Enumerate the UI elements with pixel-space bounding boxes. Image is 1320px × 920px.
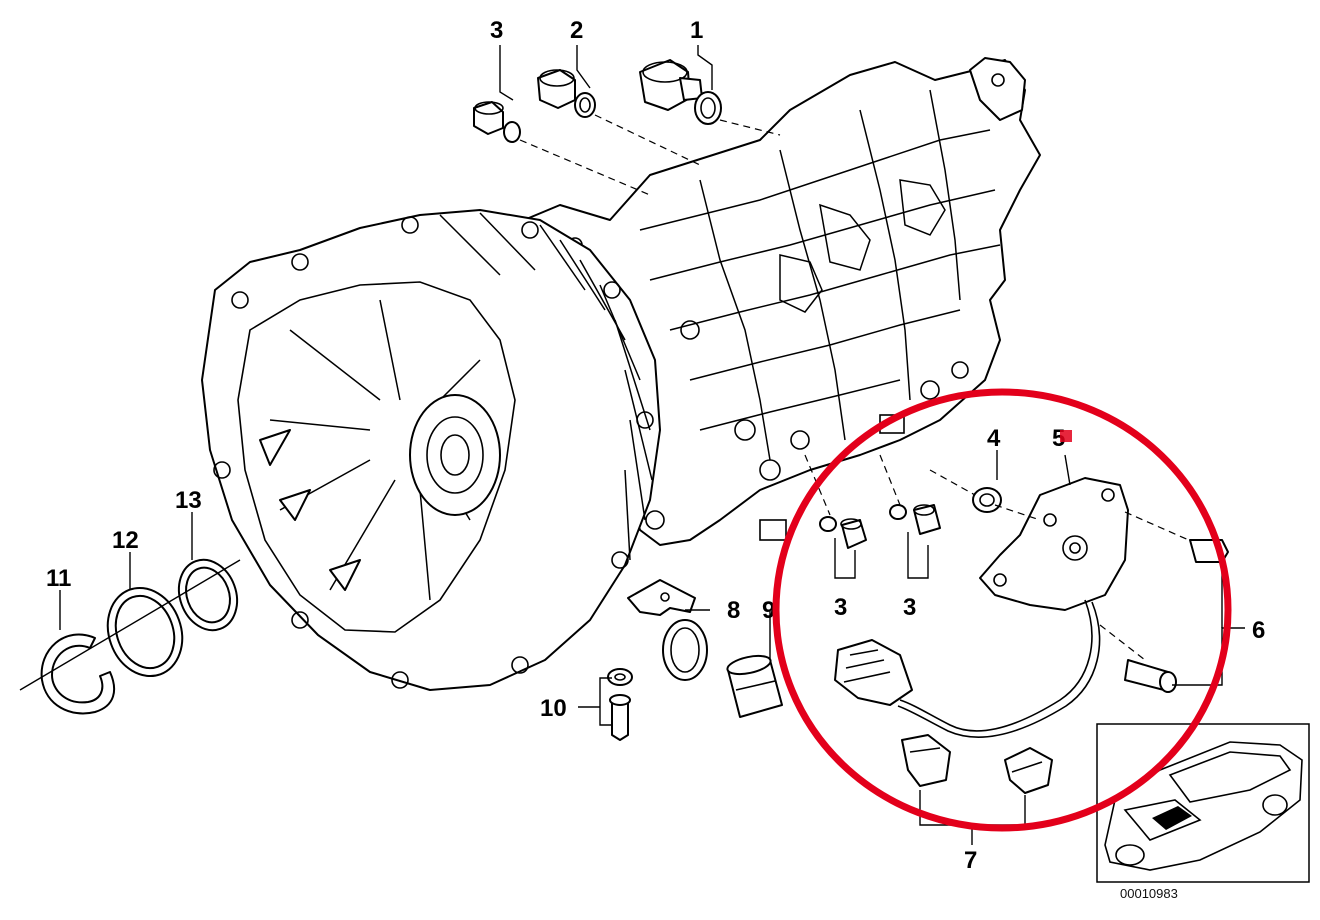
callout-3-right: 3 xyxy=(903,594,916,621)
callout-2: 2 xyxy=(570,17,583,44)
clip-7-left xyxy=(901,734,951,787)
plug-3-right xyxy=(889,504,941,535)
callout-12: 12 xyxy=(112,527,139,554)
callout-11: 11 xyxy=(46,565,71,592)
speed-sensor-5 xyxy=(897,477,1129,738)
sleeve-9 xyxy=(726,654,783,718)
callout-7: 7 xyxy=(964,847,977,874)
callout-1: 1 xyxy=(690,17,703,44)
callout-4: 4 xyxy=(987,425,1001,452)
callout-10: 10 xyxy=(540,695,567,722)
callout-9: 9 xyxy=(762,597,775,624)
plug-3-top xyxy=(473,101,521,143)
callout-8: 8 xyxy=(727,597,740,624)
bell-housing xyxy=(201,209,661,691)
bolt-10 xyxy=(607,668,633,741)
filler-plug-2 xyxy=(537,69,596,118)
bracket-8 xyxy=(627,579,708,681)
ring-13 xyxy=(177,558,239,632)
callout-3-left: 3 xyxy=(834,594,847,621)
plug-3-left xyxy=(819,516,867,549)
callout-3-top: 3 xyxy=(490,17,503,44)
callout-13: 13 xyxy=(175,487,202,514)
highlight-circle xyxy=(772,388,1232,832)
figure-number: 00010983 xyxy=(1120,886,1178,901)
bolt-6-lower xyxy=(1099,624,1177,693)
circlip-11 xyxy=(40,633,116,715)
drain-plug-1 xyxy=(639,59,722,125)
location-marker xyxy=(1152,806,1192,830)
red-marker xyxy=(1060,430,1072,442)
connector-plug xyxy=(834,639,913,706)
sleeve-4 xyxy=(972,487,1002,513)
callout-6: 6 xyxy=(1252,617,1265,644)
ring-12 xyxy=(106,586,184,678)
clip-7-right xyxy=(1004,747,1053,794)
vehicle-location-inset xyxy=(1096,723,1310,883)
